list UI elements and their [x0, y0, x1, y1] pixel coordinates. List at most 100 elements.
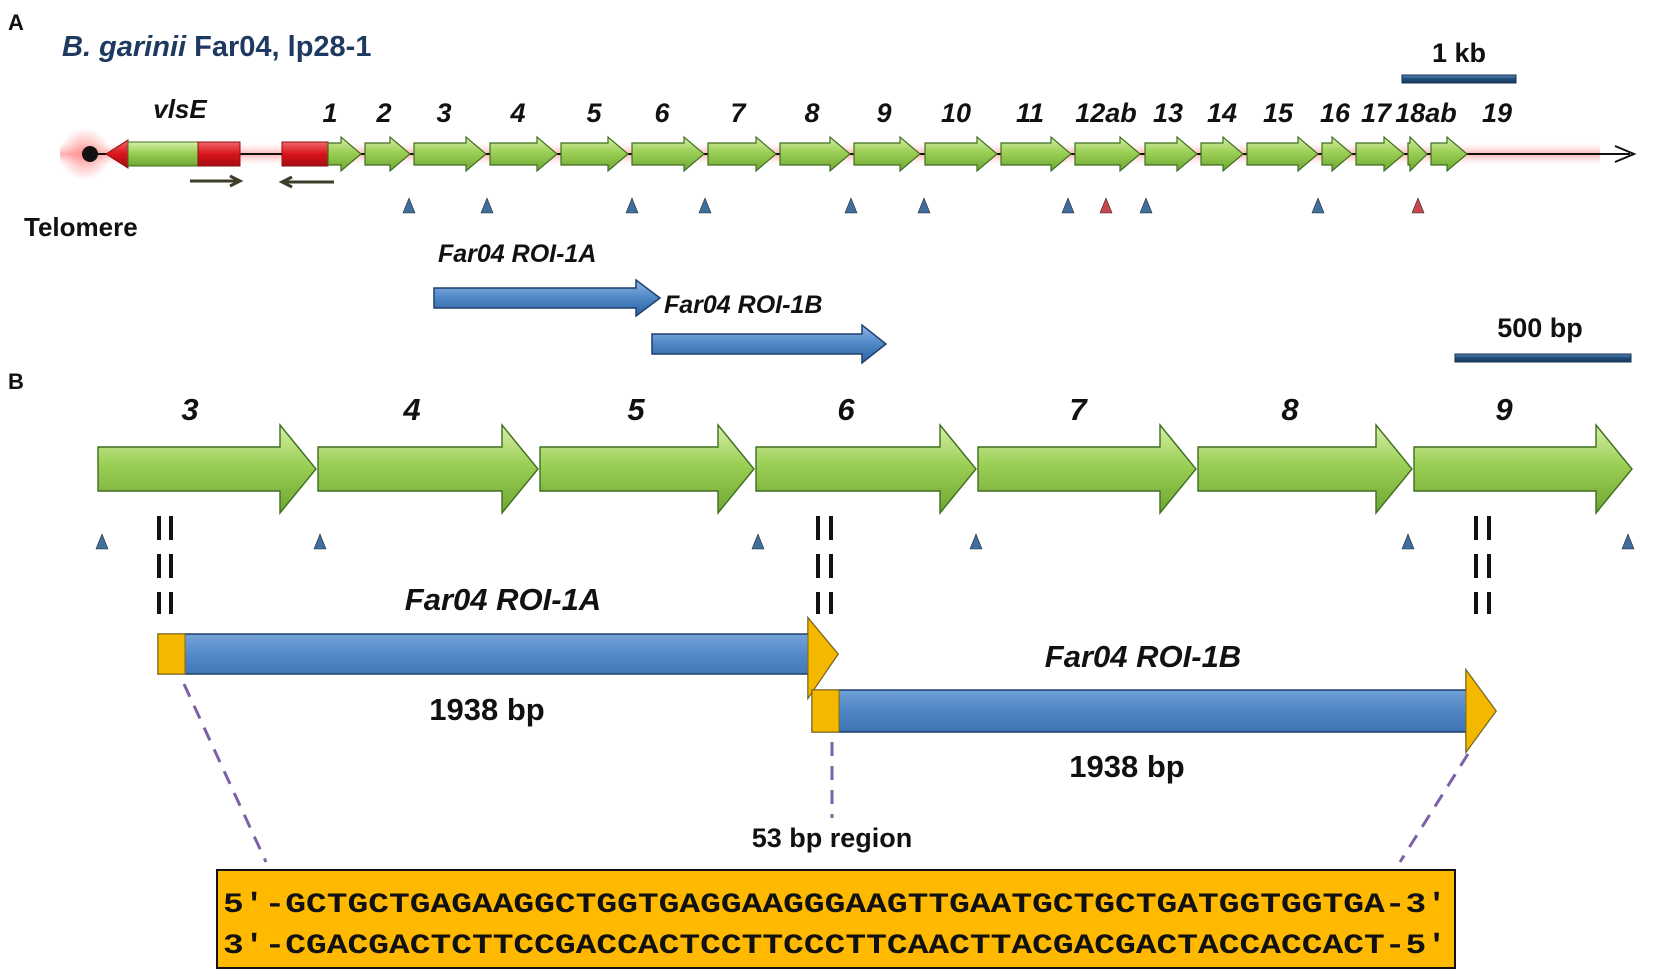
gene-label-2: 2	[375, 98, 391, 128]
roi-1b-flank-5prime	[811, 689, 840, 733]
marker-a-1	[402, 197, 416, 214]
region-label: 53 bp region	[752, 823, 913, 853]
roi-1b-label-b: Far04 ROI-1B	[1045, 639, 1241, 674]
gene-arrow-2	[364, 135, 411, 173]
callout-line-right	[1398, 753, 1470, 863]
marker-a-9	[1139, 197, 1153, 214]
gene-label-7: 7	[730, 98, 747, 128]
gene-label-b-6: 6	[837, 392, 855, 427]
panel-a-markers	[402, 197, 1425, 214]
title-plasmid: Far04, lp28-1	[186, 31, 371, 63]
gene-arrow-11	[1000, 135, 1072, 173]
marker-a-11	[1411, 197, 1425, 214]
marker-a-10	[1311, 197, 1325, 214]
gene-arrow-18ab	[1407, 135, 1428, 173]
gene-label-6: 6	[654, 98, 670, 128]
marker-b-4	[969, 533, 983, 550]
gene-label-1: 1	[322, 98, 337, 128]
gene-arrow-b-4	[317, 423, 539, 515]
gene-label-12ab: 12ab	[1075, 98, 1137, 128]
gene-arrow-13	[1144, 135, 1198, 173]
marker-a-5	[844, 197, 858, 214]
gene-label-11: 11	[1016, 98, 1044, 128]
gene-arrow-b-8	[1197, 423, 1413, 515]
gene-arrow-7	[707, 135, 777, 173]
marker-b-1	[95, 533, 109, 550]
gene-label-5: 5	[586, 98, 602, 128]
roi-1a-label-a: Far04 ROI-1A	[438, 240, 596, 268]
gene-arrow-6	[631, 135, 705, 173]
panel-a-title: B. garinii Far04, lp28-1	[62, 31, 371, 63]
marker-a-8	[1099, 197, 1113, 214]
roi-1a-arrow-b	[157, 615, 839, 701]
marker-b-3	[751, 533, 765, 550]
scale-bar-1kb-label: 1 kb	[1432, 38, 1486, 68]
gene-arrow-b-5	[539, 423, 755, 515]
gene-arrow-b-7	[977, 423, 1197, 515]
gene-label-8: 8	[804, 98, 819, 128]
telomere-dot	[82, 146, 98, 162]
gene-arrow-4	[489, 135, 558, 173]
gene-label-b-8: 8	[1281, 392, 1299, 427]
vlse-conserved-block	[197, 141, 241, 167]
roi-1b-arrow-a	[651, 323, 888, 365]
gene-label-17: 17	[1361, 98, 1393, 128]
scale-bar-500bp	[1454, 353, 1632, 363]
gene-label-19: 19	[1482, 98, 1512, 128]
roi-1b-arrow-b	[811, 667, 1497, 755]
roi-boundary-dashes	[157, 516, 1491, 614]
marker-b-2	[313, 533, 327, 550]
roi-1a-size: 1938 bp	[429, 692, 544, 727]
panel-a-gene-arrows	[327, 135, 1468, 173]
gene-arrow-9	[853, 135, 921, 173]
marker-a-6	[917, 197, 931, 214]
gene-label-18ab: 18ab	[1395, 98, 1457, 128]
title-species: B. garinii	[62, 31, 187, 63]
gene-label-16: 16	[1320, 98, 1351, 128]
sequence-top-strand: 5′-GCTGCTGAGAAGGCTGGTGAGGAAGGGAAGTTGAATG…	[223, 890, 1447, 921]
gene-arrow-14	[1200, 135, 1244, 173]
gene-label-14: 14	[1207, 98, 1237, 128]
roi-1b-flank-3prime	[1465, 668, 1497, 754]
panel-a-label: A	[8, 10, 24, 35]
reverse-primer-arrowhead	[278, 175, 293, 189]
gene-arrow-b-3	[97, 423, 317, 515]
panel-b-gene-arrows	[97, 423, 1633, 515]
gene-arrow-15	[1246, 135, 1319, 173]
vlse-label: vlsE	[153, 94, 207, 124]
gene-label-15: 15	[1263, 98, 1294, 128]
gene-arrow-17	[1355, 135, 1405, 173]
callout-lines	[182, 683, 1470, 863]
gene-arrow-19	[1430, 135, 1468, 173]
gene-label-10: 10	[941, 98, 971, 128]
roi-1b-label-a: Far04 ROI-1B	[664, 291, 822, 319]
roi-1b-size: 1938 bp	[1069, 749, 1184, 784]
sequence-bottom-strand: 3′-CGACGACTCTTCCGACCACTCCTTCCCTTCAACTTAC…	[223, 931, 1447, 962]
marker-a-2	[480, 197, 494, 214]
roi-1a-flank-3prime	[807, 616, 839, 700]
boundary-dash-middle	[816, 516, 833, 614]
telomere-label: Telomere	[24, 212, 138, 242]
boundary-dash-left	[157, 516, 173, 614]
gene-arrow-1	[327, 135, 362, 173]
panel-b-markers	[95, 533, 1635, 550]
gene-label-b-5: 5	[627, 392, 645, 427]
forward-primer-arrowhead	[229, 174, 244, 188]
gene-label-3: 3	[436, 98, 451, 128]
gene-arrow-12ab	[1074, 135, 1141, 173]
panel-b-label: B	[8, 369, 24, 394]
scale-bar-1kb	[1401, 74, 1517, 84]
gene-label-4: 4	[509, 98, 525, 128]
vlse-expression-site	[127, 141, 199, 167]
gene-label-b-4: 4	[402, 392, 420, 427]
roi-1a-arrow-a	[433, 278, 662, 318]
gene-label-9: 9	[876, 98, 891, 128]
marker-a-4	[698, 197, 712, 214]
plasmid-end-arrowhead	[1614, 145, 1637, 163]
sequence-box	[216, 869, 1456, 969]
marker-b-5	[1401, 533, 1415, 550]
gene-arrow-10	[924, 135, 998, 173]
